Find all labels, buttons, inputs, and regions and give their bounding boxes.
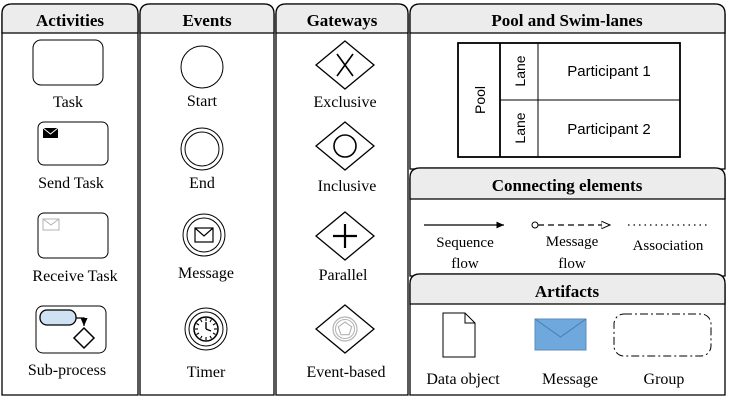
- gateways-panel: Gateways Exclusive Inclusive Parallel Ev…: [275, 3, 409, 396]
- message-event-label: Message: [178, 265, 234, 282]
- sub-process-label: Sub-process: [28, 362, 106, 379]
- group-label: Group: [644, 371, 685, 388]
- plus-icon: [333, 224, 357, 248]
- data-object-label: Data object: [426, 371, 500, 388]
- end-label: End: [189, 175, 215, 192]
- activities-panel: Activities Task Send Task Receive Task S…: [1, 3, 139, 396]
- group-shape: [613, 313, 712, 357]
- task-shape: [32, 39, 104, 86]
- x-icon: [336, 53, 354, 77]
- events-header: Events: [182, 11, 232, 30]
- lane-2-label: Lane: [512, 112, 528, 143]
- events-panel: Events Start End Message: [139, 3, 275, 396]
- pool-diagram: Pool Lane Lane Participant 1 Participant…: [457, 42, 681, 158]
- pool-header: Pool and Swim-lanes: [491, 11, 643, 30]
- participant-2-label: Participant 2: [567, 121, 650, 138]
- pentagon-icon: [332, 316, 358, 342]
- envelope-icon: [194, 227, 214, 243]
- inclusive-gateway-shape: [314, 121, 376, 171]
- parallel-label: Parallel: [319, 267, 368, 284]
- artifacts-panel: Artifacts Data object Message Group: [409, 273, 726, 396]
- lane-1-label: Lane: [512, 55, 528, 86]
- gateways-header: Gateways: [307, 11, 378, 30]
- filled-envelope-icon: [42, 127, 59, 138]
- data-object-icon: [442, 312, 476, 358]
- activities-header: Activities: [36, 11, 104, 30]
- clock-icon: [193, 316, 219, 342]
- timer-label: Timer: [187, 364, 226, 381]
- exclusive-label: Exclusive: [313, 94, 376, 111]
- pool-panel: Pool and Swim-lanes Pool Lane Lane Parti…: [409, 3, 726, 170]
- participant-1-label: Participant 1: [567, 63, 650, 80]
- connecting-panel: Connecting elements Sequence flow Messag…: [409, 167, 726, 277]
- message-flow-arrow: [531, 222, 610, 228]
- start-event-shape: [180, 45, 224, 89]
- inclusive-label: Inclusive: [318, 178, 377, 195]
- sequence-flow-label: Sequence: [436, 235, 494, 251]
- task-label: Task: [53, 94, 83, 111]
- message-artifact-label: Message: [542, 371, 598, 388]
- start-label: Start: [187, 93, 218, 110]
- association-label: Association: [633, 238, 704, 254]
- end-event-shape: [180, 127, 224, 171]
- artifacts-header: Artifacts: [535, 282, 600, 301]
- message-flow-label: Message: [546, 234, 599, 250]
- outline-envelope-icon: [42, 218, 60, 231]
- circle-icon: [333, 134, 357, 158]
- event-based-label: Event-based: [306, 364, 385, 381]
- message-envelope-icon: [534, 318, 587, 351]
- pool-label: Pool: [472, 86, 488, 114]
- message-flow-label-2: flow: [558, 256, 586, 272]
- event-based-gateway-shape: [314, 304, 376, 354]
- sequence-flow-label-2: flow: [451, 256, 479, 272]
- receive-task-label: Receive Task: [32, 268, 117, 285]
- connecting-header: Connecting elements: [492, 176, 643, 195]
- sub-process-icon: [39, 309, 96, 350]
- send-task-label: Send Task: [38, 175, 104, 192]
